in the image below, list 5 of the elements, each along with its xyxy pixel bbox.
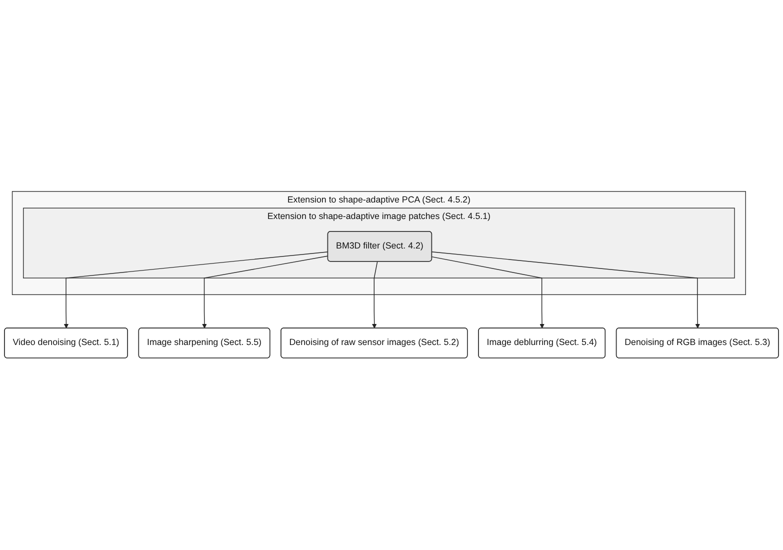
arrow — [64, 252, 328, 329]
arrow — [432, 256, 544, 329]
arrow — [432, 252, 700, 329]
arrow — [202, 256, 328, 329]
arrow — [372, 262, 378, 329]
